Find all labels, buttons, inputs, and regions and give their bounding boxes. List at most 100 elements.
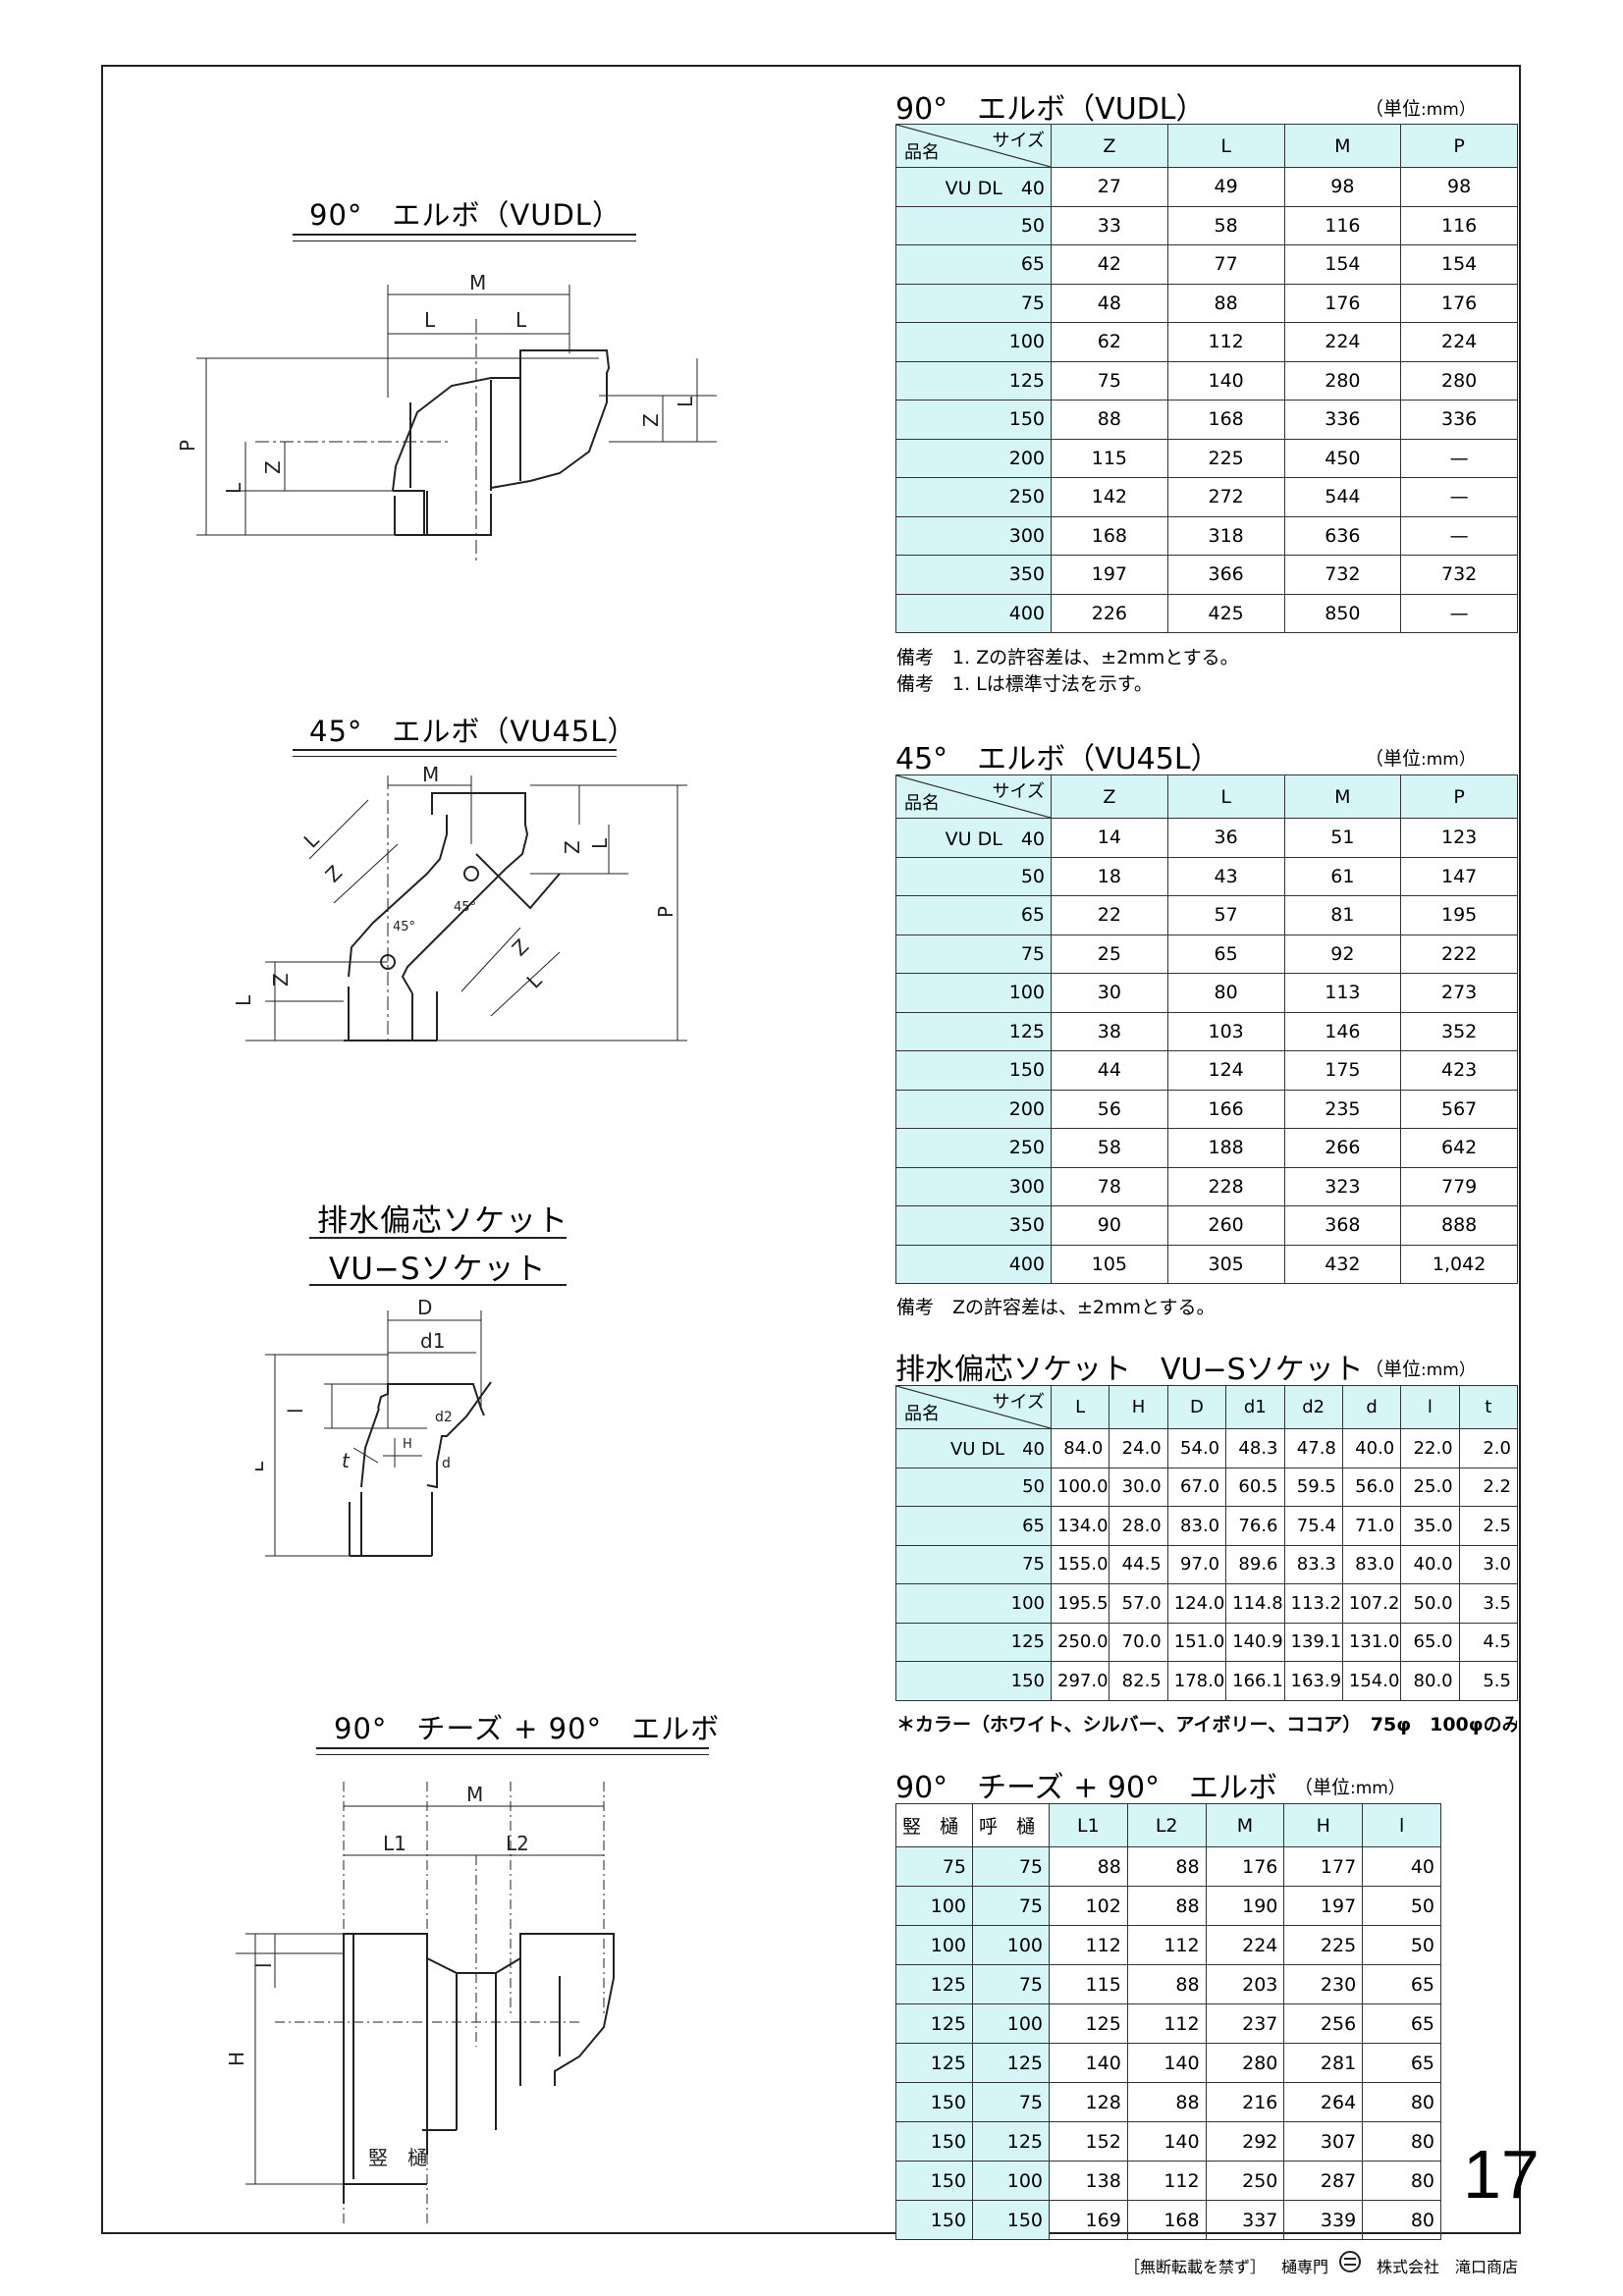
table-cell: M xyxy=(1283,774,1402,819)
table-cell: 51 xyxy=(1283,818,1402,858)
table-cell: 166 xyxy=(1166,1089,1285,1129)
table-cell: 150 xyxy=(895,1050,1052,1091)
vus-label-l-small: l xyxy=(284,1408,307,1414)
table-cell: 65.0 xyxy=(1400,1622,1460,1662)
table-cell: 80 xyxy=(1362,2161,1441,2201)
table-cell: 146 xyxy=(1283,1011,1402,1051)
table-cell: 166.1 xyxy=(1225,1661,1285,1701)
table-cell: VU DL 40 xyxy=(895,1428,1052,1468)
table-cell: l xyxy=(1400,1385,1460,1429)
table-cell: 147 xyxy=(1400,856,1518,896)
table-cell: 76.6 xyxy=(1225,1506,1285,1546)
table-cell: 250 xyxy=(895,1128,1052,1168)
unit-label: （単位:mm） xyxy=(1365,748,1476,770)
table-cell: 100 xyxy=(972,1925,1050,1965)
table-cell: 57 xyxy=(1166,895,1285,935)
table-cell: 80.0 xyxy=(1400,1661,1460,1701)
tee-label-l2: L2 xyxy=(506,1832,529,1855)
vu45l-label-m: M xyxy=(422,763,439,786)
table-title-vu45l: 45° エルボ（VU45L） xyxy=(895,742,1220,776)
table-cell: 125 xyxy=(972,2121,1050,2162)
title-underline xyxy=(309,1284,567,1286)
vudl-label-m: M xyxy=(469,271,486,294)
table-cell: 154.0 xyxy=(1341,1661,1402,1701)
table-cell: 呼 樋 xyxy=(972,1803,1050,1847)
vu45l-label-z: Z xyxy=(269,973,293,987)
table-cell: 97.0 xyxy=(1166,1544,1227,1584)
table-cell: 256 xyxy=(1283,2003,1364,2044)
table-cell: 140 xyxy=(1049,2043,1128,2083)
table-cell: H xyxy=(1109,1385,1168,1429)
note-vudl-2: 備考 1. Lは標準寸法を示す。 xyxy=(896,673,1153,695)
table-cell: 56 xyxy=(1051,1089,1168,1129)
table-cell: 40.0 xyxy=(1400,1544,1460,1584)
corner-diagonal xyxy=(896,125,1051,167)
table-cell: 779 xyxy=(1400,1166,1518,1206)
table-cell: 113.2 xyxy=(1283,1583,1343,1624)
table-cell: 176 xyxy=(1205,1846,1285,1887)
vudl-label-z: Z xyxy=(261,460,285,474)
table-cell: 112 xyxy=(1166,322,1285,362)
table-cell: 92 xyxy=(1283,934,1402,974)
table-cell: 250 xyxy=(1205,2161,1285,2201)
table-cell: 35.0 xyxy=(1400,1506,1460,1546)
table-cell: 75 xyxy=(895,1544,1052,1584)
vus-label-l-big: L xyxy=(255,1461,268,1472)
table-cell: 450 xyxy=(1283,438,1402,478)
table-cell: M xyxy=(1283,124,1402,168)
table-cell: 318 xyxy=(1166,515,1285,556)
page-frame xyxy=(101,65,1521,2234)
corner-label-bottom: 品名 xyxy=(904,793,940,814)
table-cell: 5.5 xyxy=(1458,1661,1519,1701)
table-cell: 71.0 xyxy=(1341,1506,1402,1546)
footer-shop-prefix: 樋専門 xyxy=(1281,2258,1329,2276)
table-cell: 112 xyxy=(1126,2161,1207,2201)
note-vu45l: 備考 Zの許容差は、±2mmとする。 xyxy=(896,1297,1216,1318)
tee-label-h: H xyxy=(225,2052,248,2066)
table-cell: 47.8 xyxy=(1283,1428,1343,1468)
table-cell: 113 xyxy=(1283,973,1402,1013)
table-cell: 250 xyxy=(895,477,1052,517)
table-cell: 280 xyxy=(1205,2043,1285,2083)
drawing-title-vudl: 90° エルボ（VUDL） xyxy=(309,198,622,232)
table-cell: 400 xyxy=(895,593,1052,633)
vu45l-label-l: L xyxy=(522,968,547,992)
table-cell: 636 xyxy=(1283,515,1402,556)
table-cell: 65 xyxy=(895,244,1052,285)
tee-label-pipe: 竪 樋 xyxy=(368,2146,427,2169)
vus-label-h: H xyxy=(403,1437,412,1452)
table-cell: 60.5 xyxy=(1225,1467,1285,1507)
table-cell: 84.0 xyxy=(1050,1428,1110,1468)
table-cell: 2.5 xyxy=(1458,1506,1519,1546)
table-title-tee: 90° チーズ + 90° エルボ xyxy=(895,1771,1278,1805)
drawing-title-vus-2: VU−Sソケット xyxy=(329,1252,547,1287)
table-cell: 307 xyxy=(1283,2121,1364,2162)
table-cell: 83.3 xyxy=(1283,1544,1343,1584)
table-cell: 1,042 xyxy=(1400,1244,1518,1284)
table-cell: 75 xyxy=(972,1846,1050,1887)
table-cell: 140 xyxy=(1166,360,1285,400)
table-cell: 280 xyxy=(1283,360,1402,400)
table-cell: 61 xyxy=(1283,856,1402,896)
table-cell: 140 xyxy=(1126,2043,1207,2083)
table-cell: 80 xyxy=(1362,2082,1441,2122)
table-cell: 131.0 xyxy=(1341,1622,1402,1662)
table-cell: 80 xyxy=(1362,2200,1441,2240)
table-cell: P xyxy=(1400,124,1518,168)
table-cell: 112 xyxy=(1126,1925,1207,1965)
vudl-drawing: M L L P L Z Z L xyxy=(176,271,717,564)
table-cell: 425 xyxy=(1166,593,1285,633)
table-cell: 225 xyxy=(1283,1925,1364,1965)
table-cell: 175 xyxy=(1283,1050,1402,1091)
table-cell: 50 xyxy=(895,1467,1052,1507)
table-cell: 305 xyxy=(1166,1244,1285,1284)
table-cell: 163.9 xyxy=(1283,1661,1343,1701)
